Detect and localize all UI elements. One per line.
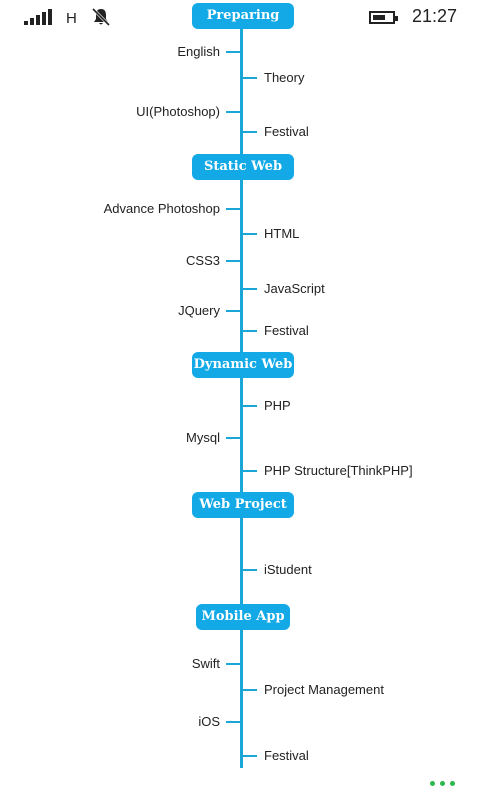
timeline-item-label: iOS [198,714,220,729]
timeline-tick [226,663,240,665]
timeline-tick [243,689,257,691]
stage-web-project: Web Project [192,492,294,518]
stage-dynamic-web: Dynamic Web [192,352,294,378]
timeline-item-label: Swift [191,656,220,671]
stage-static-web: Static Web [192,154,294,180]
timeline-item-label: PHP Structure[ThinkPHP] [264,463,413,478]
timeline-tick [243,288,257,290]
timeline-tick [226,111,240,113]
timeline-tick [243,405,257,407]
stage-preparing: Preparing [192,3,294,29]
timeline-tick [243,470,257,472]
clock: 21:27 [412,6,458,26]
signal-icon [24,9,52,25]
timeline-item-label: CSS3 [186,253,220,268]
timeline-item-label: Festival [264,124,309,139]
timeline-item-label: UI(Photoshop) [136,104,220,119]
timeline-line [240,20,243,768]
timeline-item-label: Theory [264,70,305,85]
timeline-tick [226,310,240,312]
mute-bell-icon [90,6,112,28]
network-type: H [66,10,77,27]
timeline-item-label: Festival [264,748,309,763]
timeline-item-label: Advance Photoshop [103,201,220,216]
timeline-item-label: JavaScript [264,281,325,296]
timeline-item-label: PHP [264,398,291,413]
timeline-item-label: Festival [264,323,309,338]
battery-icon [369,11,398,24]
timeline-item-label: JQuery [178,303,220,318]
timeline-item-label: HTML [264,226,300,241]
timeline-tick [243,233,257,235]
timeline-tick [243,131,257,133]
timeline-item-label: iStudent [264,562,312,577]
more-options-icon[interactable] [430,780,460,788]
stage-mobile-app: Mobile App [196,604,290,630]
timeline-tick [226,208,240,210]
timeline-tick [226,437,240,439]
timeline-tick [243,330,257,332]
status-bar: H 21:27 [0,0,480,36]
timeline-tick [243,755,257,757]
timeline-item-label: Project Management [264,682,384,697]
timeline-tick [226,51,240,53]
timeline-tick [226,260,240,262]
timeline-item-label: English [177,44,220,59]
timeline-tick [226,721,240,723]
timeline-item-label: Mysql [186,430,220,445]
timeline-tick [243,77,257,79]
timeline-tick [243,569,257,571]
